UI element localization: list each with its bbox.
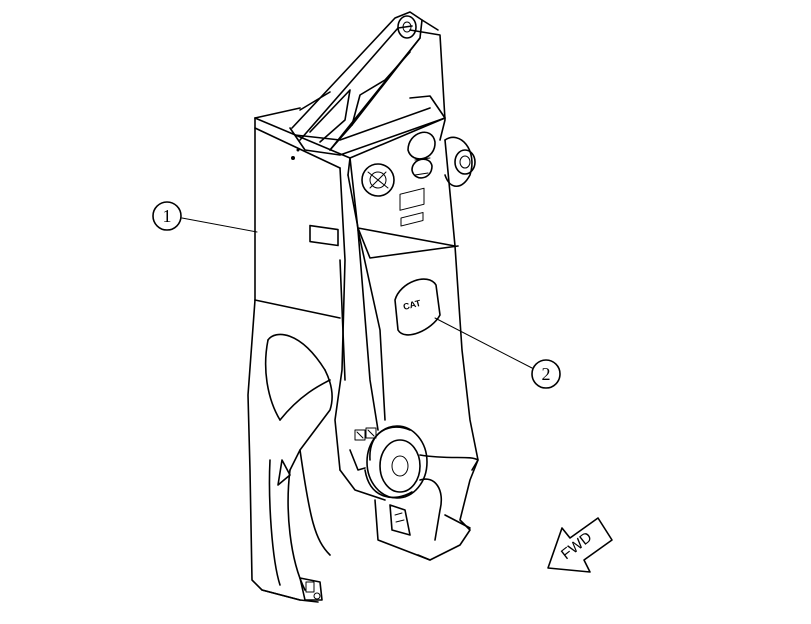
brand-plate-logo-text: CAT xyxy=(402,298,422,312)
callout-1: 1 xyxy=(152,201,182,231)
fwd-direction-arrow: FWD xyxy=(547,517,613,573)
callout-1-number: 1 xyxy=(163,206,172,226)
main-body xyxy=(247,107,446,603)
lower-pivot xyxy=(349,425,479,561)
leader-line-1 xyxy=(181,217,258,233)
brand-plate: CAT xyxy=(394,187,441,336)
callout-2-number: 2 xyxy=(542,364,551,384)
center-arm xyxy=(334,157,386,501)
mounting-bracket xyxy=(289,11,446,156)
leader-line-2 xyxy=(434,317,533,369)
callout-2: 2 xyxy=(531,359,561,389)
